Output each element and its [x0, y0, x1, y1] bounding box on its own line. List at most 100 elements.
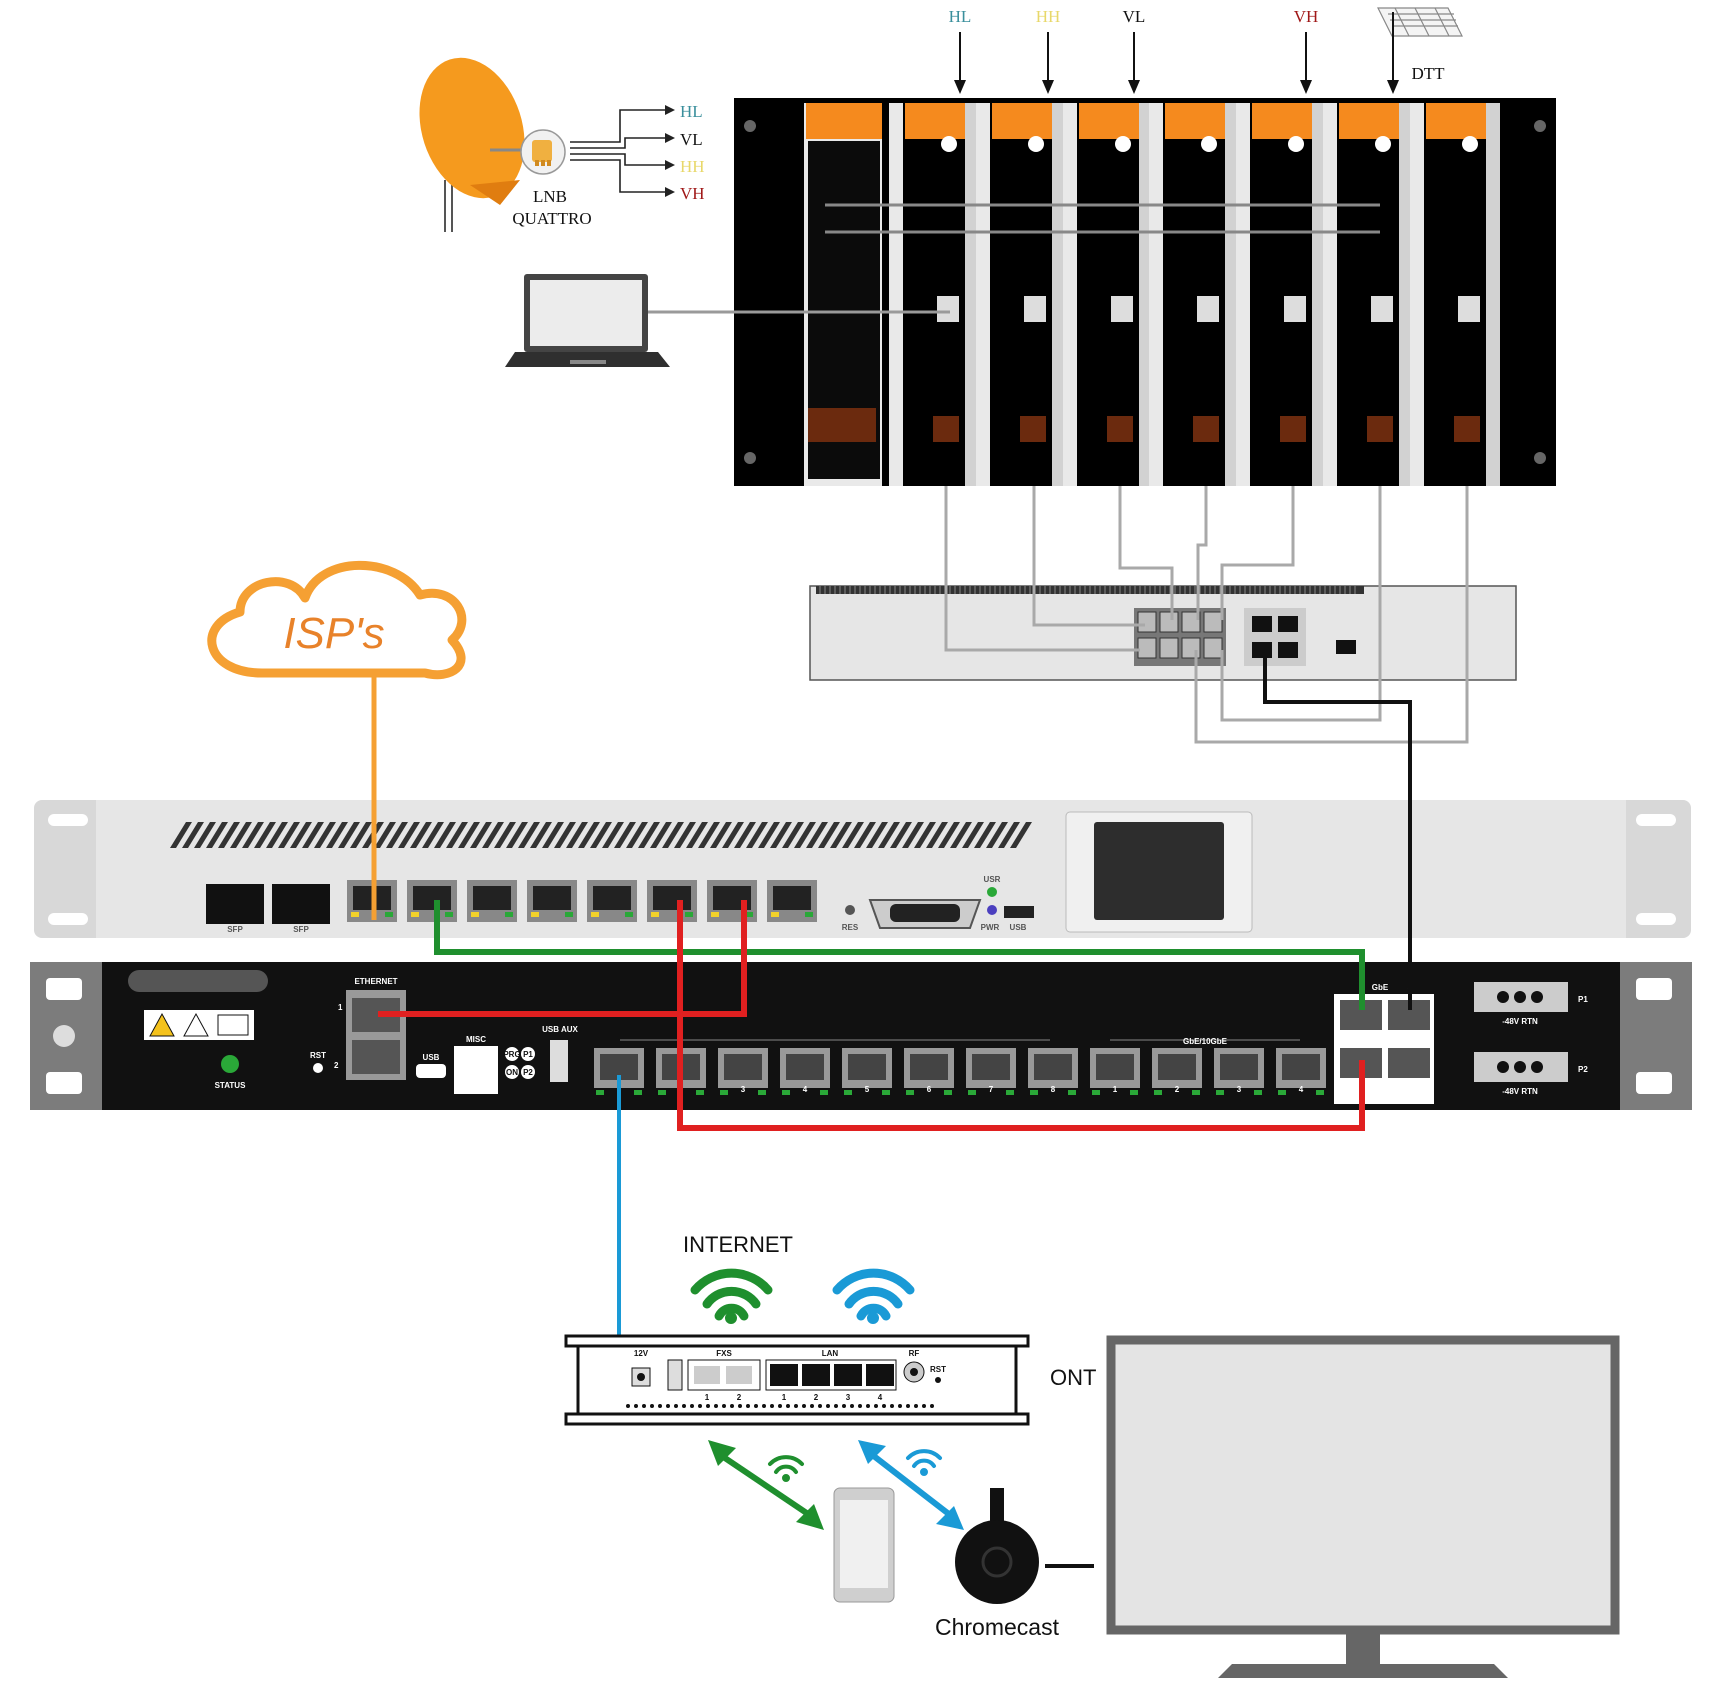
green-uplink-cable: [434, 900, 1365, 1010]
satellite-dish: [419, 57, 540, 232]
router-port-socket: [593, 886, 631, 910]
router-vent: [782, 822, 804, 848]
olt-port-led: [696, 1090, 704, 1095]
router-vent: [266, 822, 288, 848]
module-ci-slot: [1280, 416, 1306, 442]
router-vent: [890, 822, 912, 848]
black-switch-cable: [1263, 648, 1412, 1010]
router-vent: [1010, 822, 1032, 848]
router-vent: [302, 822, 324, 848]
olt-psu-p2: [1497, 1061, 1543, 1073]
olt-p1-label: P1: [1578, 995, 1588, 1004]
olt-port-led: [820, 1090, 828, 1095]
router-vent: [218, 822, 240, 848]
router-vent: [854, 822, 876, 848]
router-vent: [686, 822, 708, 848]
router-vent: [242, 822, 264, 848]
headend-chassis: [734, 98, 1556, 486]
router-port-led: [685, 912, 693, 917]
router-vent: [410, 822, 432, 848]
feed-arrowheads: [954, 80, 1399, 94]
router-vent: [326, 822, 348, 848]
router-vent: [950, 822, 972, 848]
lnb-outputs: [570, 109, 665, 193]
module-ci-slot: [933, 416, 959, 442]
router-vent: [290, 822, 312, 848]
router-vent: [998, 822, 1020, 848]
router-vent: [830, 822, 852, 848]
isp-cloud-icon: [207, 560, 467, 680]
ont-vent-dot: [762, 1404, 766, 1408]
router-port-socket: [413, 886, 451, 910]
module-eth-port: [1371, 296, 1393, 322]
olt-port-led: [1316, 1090, 1324, 1095]
ont-vent-dot: [738, 1404, 742, 1408]
ont-vent-dot: [866, 1404, 870, 1408]
switch-port: [1203, 611, 1223, 633]
module-header: [992, 103, 1052, 139]
router-vent: [722, 822, 744, 848]
router-vent: [590, 822, 612, 848]
router-usb-label: USB: [1010, 923, 1027, 932]
router-vent: [962, 822, 984, 848]
ont-vent-dot: [674, 1404, 678, 1408]
router-vent: [746, 822, 768, 848]
ont-vent-dot: [858, 1404, 862, 1408]
chassis-to-switch-cables: [944, 486, 1469, 744]
ont-fxs-port-2: 2: [737, 1393, 742, 1402]
ont-vent-dot: [882, 1404, 886, 1408]
olt-port-led: [1030, 1090, 1038, 1095]
olt-led-on: ON: [506, 1068, 518, 1077]
router-vent: [794, 822, 816, 848]
olt-usb-aux-label: USB AUX: [542, 1025, 578, 1034]
router-vent: [554, 822, 576, 848]
laptop-icon: [505, 274, 670, 367]
olt-port-led: [944, 1090, 952, 1095]
olt-gbe-label: GbE: [1372, 983, 1389, 992]
olt-port-led: [1278, 1090, 1286, 1095]
chassis-divider: [889, 103, 903, 486]
olt-p2-power-label: -48V RTN: [1502, 1087, 1538, 1096]
router-vent: [842, 822, 864, 848]
module-rf-connector: [1462, 136, 1478, 152]
router-vent: [926, 822, 948, 848]
olt-port-socket: [1096, 1054, 1134, 1080]
ont-vent-dot: [650, 1404, 654, 1408]
router-vent: [530, 822, 552, 848]
router-vent: [758, 822, 780, 848]
olt-port-socket: [910, 1054, 948, 1080]
router-vent: [338, 822, 360, 848]
ont-label: ONT: [1050, 1365, 1096, 1390]
olt-p2-label: P2: [1578, 1065, 1588, 1074]
router-vent: [650, 822, 672, 848]
ont-vent-dot: [930, 1404, 934, 1408]
router-port-led: [651, 912, 659, 917]
chassis-rail: [1486, 103, 1500, 486]
router-vent: [518, 822, 540, 848]
olt-ethernet-label: ETHERNET: [354, 977, 397, 986]
ont-vent-dot: [698, 1404, 702, 1408]
dtt-antenna-icon: [1377, 7, 1463, 37]
olt-port-socket: [786, 1054, 824, 1080]
top-feed-vh: VH: [1294, 7, 1319, 26]
router-vent: [878, 822, 900, 848]
blue-wireless-link: [858, 1440, 964, 1530]
ont-lan-port-4: 4: [878, 1393, 883, 1402]
module-rf-connector: [1288, 136, 1304, 152]
router-vent: [866, 822, 888, 848]
chassis-divider: [976, 103, 990, 486]
olt-port-socket: [724, 1054, 762, 1080]
olt-port-led: [906, 1090, 914, 1095]
module-rf-connector: [1115, 136, 1131, 152]
lnb-arrowheads: [665, 105, 675, 197]
router-vent: [194, 822, 216, 848]
chassis-rail: [1312, 103, 1326, 486]
router-vent: [770, 822, 792, 848]
router-vent: [422, 822, 444, 848]
router-port-socket: [653, 886, 691, 910]
router-port-led: [471, 912, 479, 917]
router-usr-label: USR: [984, 875, 1001, 884]
ont-fxs-label: FXS: [716, 1349, 732, 1358]
core-router: [34, 800, 1691, 938]
